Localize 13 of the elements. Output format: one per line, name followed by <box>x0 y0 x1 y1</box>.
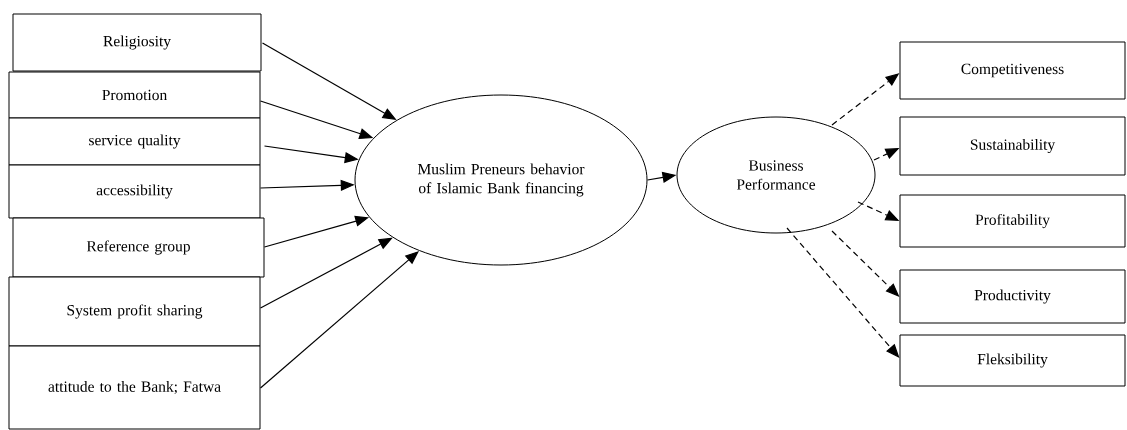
factor-box: Competitiveness <box>899 41 1126 100</box>
factor-box: Profitability <box>899 194 1126 248</box>
factor-box: Religiosity <box>12 13 262 72</box>
factor-box: attitude to the Bank; Fatwa <box>8 345 261 430</box>
factor-box: accessibility <box>8 164 261 219</box>
factor-box: Sustainability <box>899 116 1126 176</box>
factor-box: System profit sharing <box>8 276 261 347</box>
arrow <box>786 227 900 358</box>
factor-box: Promotion <box>8 71 261 119</box>
factor-box: service quality <box>8 117 261 166</box>
factor-box: Productivity <box>899 269 1126 324</box>
factor-box: Reference group <box>12 217 265 278</box>
factor-box: Fleksibility <box>899 334 1126 387</box>
